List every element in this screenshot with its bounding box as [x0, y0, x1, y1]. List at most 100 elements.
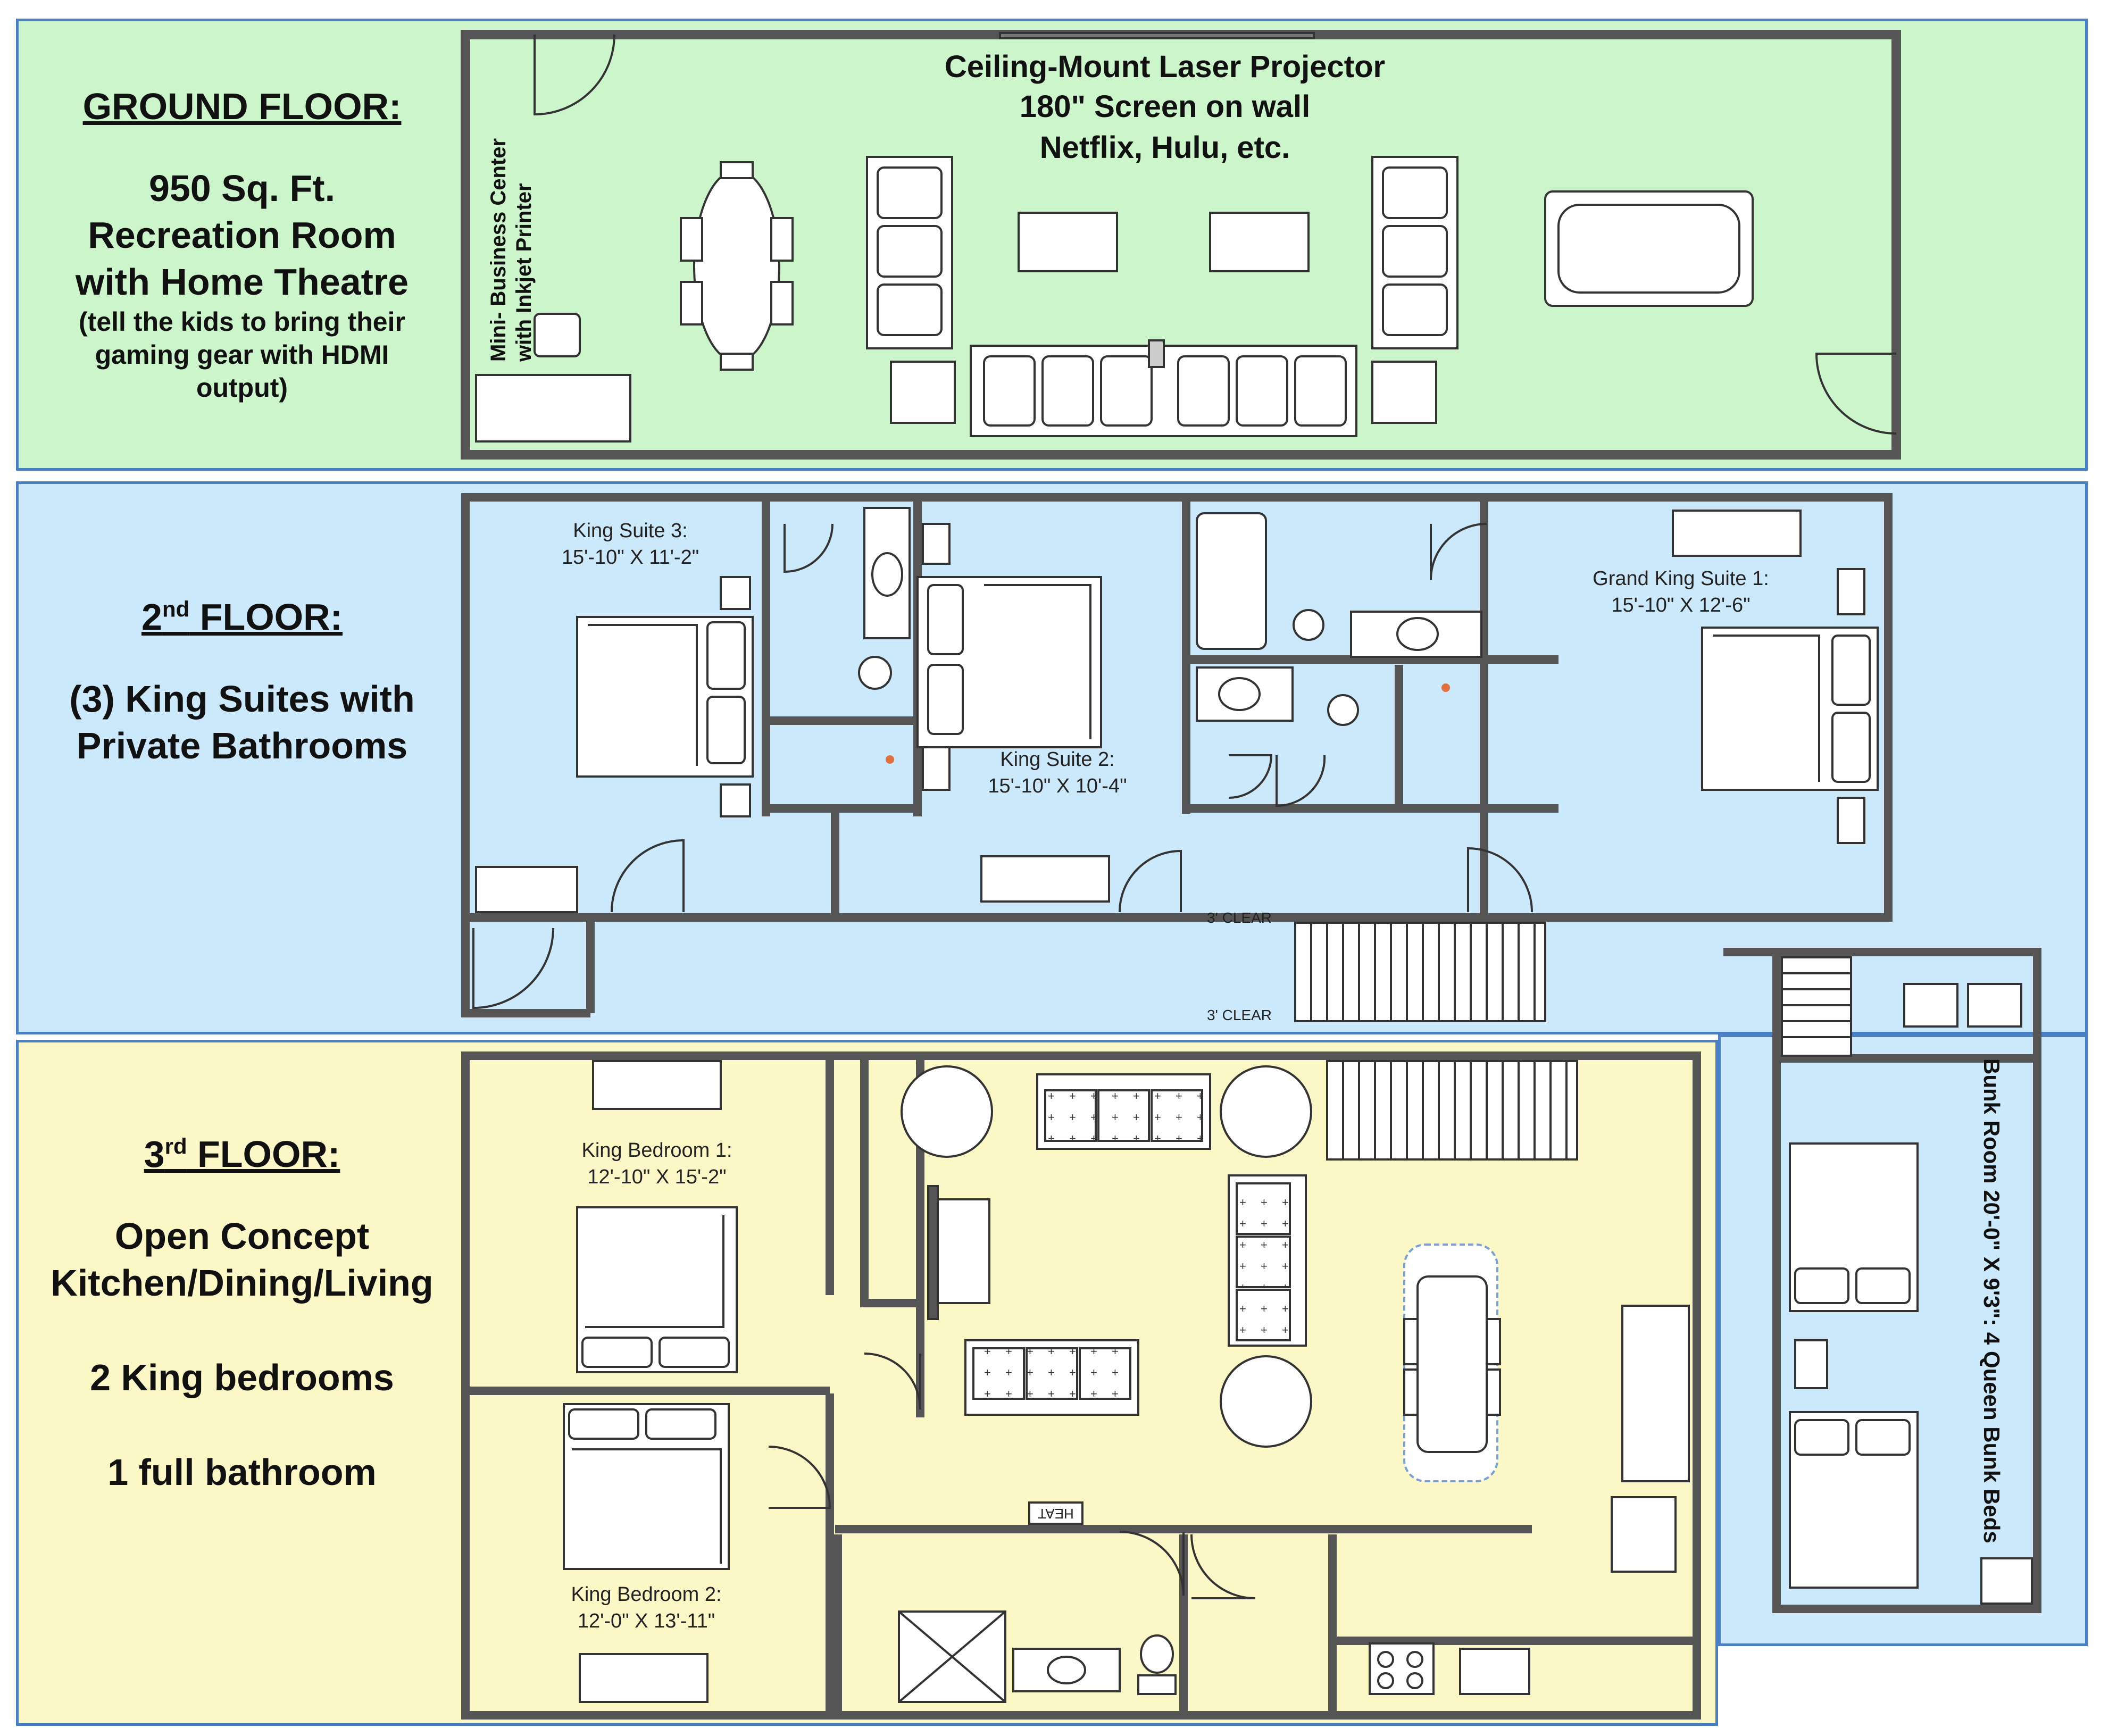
grand-king-suite-1-size: 15'-10" X 12'-6"	[1611, 594, 1750, 616]
toilet	[1293, 609, 1324, 641]
king-suite-2-size: 15'-10" X 10'-4"	[988, 775, 1127, 797]
second-floor-title-suffix: nd	[162, 596, 190, 622]
bunk-toilet	[1967, 983, 2022, 1028]
door	[1430, 523, 1487, 580]
third-floor-description: 3rd FLOOR: Open Concept Kitchen/Dining/L…	[21, 1133, 463, 1496]
ground-floor-note-1: (tell the kids to bring their	[79, 307, 405, 337]
second-floor-title: 2nd FLOOR:	[21, 596, 463, 638]
third-floor-plan	[461, 1051, 1701, 1720]
bunk-sink	[1903, 983, 1958, 1028]
second-floor-title-number: 2	[141, 596, 162, 638]
door	[768, 1446, 831, 1509]
ground-floor-title: GROUND FLOOR:	[82, 86, 402, 127]
king-bedroom-2-size: 12'-0" X 13'-11"	[578, 1610, 715, 1632]
door	[1467, 847, 1533, 913]
door	[1119, 1531, 1185, 1596]
ground-entry-door	[534, 34, 615, 116]
dining-chair	[680, 217, 703, 262]
dresser	[980, 855, 1110, 903]
dining-chair	[770, 281, 794, 326]
third-floor-title-number: 3	[144, 1133, 165, 1175]
bunk-stairs	[1781, 956, 1852, 1057]
third-floor-title-suffix: rd	[164, 1133, 187, 1159]
toilet	[1140, 1634, 1174, 1674]
king-suite-3-name: King Suite 3:	[573, 520, 687, 542]
kitchen-counter	[1621, 1305, 1690, 1482]
dresser	[592, 1060, 722, 1110]
bunk-dresser	[1980, 1557, 2033, 1605]
dining-table	[693, 169, 780, 363]
bunk-room-plan	[1723, 948, 2041, 1613]
king-suite-2-name: King Suite 2:	[1000, 748, 1114, 771]
business-center-label-1: Mini- Business Center	[487, 138, 510, 362]
round-table	[901, 1065, 993, 1158]
door	[1119, 849, 1182, 913]
door	[1228, 754, 1273, 799]
side-table	[1371, 361, 1437, 424]
business-center-desk	[475, 374, 631, 443]
bathtub	[1196, 512, 1267, 650]
stairs	[1326, 1060, 1578, 1161]
stairs	[1294, 922, 1546, 1022]
fridge	[1611, 1496, 1677, 1573]
grand-king-suite-1-name: Grand King Suite 1:	[1593, 567, 1769, 590]
king-bedroom-1-size: 12'-10" X 15'-2"	[587, 1166, 726, 1188]
business-center-label-2: with Inkjet Printer	[512, 183, 536, 362]
second-floor-description: 2nd FLOOR: (3) King Suites with Private …	[21, 596, 463, 769]
ground-floor-note-2: gaming gear with HDMI	[95, 340, 389, 370]
dining-table	[1416, 1275, 1488, 1453]
door	[1276, 755, 1326, 807]
dresser	[579, 1653, 709, 1703]
dining-chair	[680, 281, 703, 326]
bunk-nightstand	[1794, 1339, 1828, 1389]
king-bedroom-1-name: King Bedroom 1:	[581, 1139, 732, 1162]
ground-rear-door	[1815, 353, 1897, 435]
heat-label: HEAT	[1038, 1506, 1074, 1522]
third-floor-bedrooms: 2 King bedrooms	[90, 1357, 394, 1398]
projector-label-1: Ceiling-Mount Laser Projector	[945, 49, 1385, 84]
dining-chair	[720, 353, 754, 371]
ground-floor-line-3: with Home Theatre	[75, 261, 409, 303]
dresser	[475, 866, 578, 913]
projector-screen	[999, 32, 1315, 39]
third-floor-walls	[461, 1051, 1701, 1720]
third-floor-line-1: Open Concept	[114, 1215, 370, 1257]
third-floor-bathroom: 1 full bathroom	[107, 1451, 377, 1493]
ground-floor-line-1: 950 Sq. Ft.	[148, 168, 336, 209]
projector-label-2: 180" Screen on wall	[1020, 89, 1311, 124]
door	[784, 523, 834, 573]
toilet	[858, 656, 892, 690]
second-floor-line-1: (3) King Suites with	[69, 678, 415, 720]
ground-floor-description: GROUND FLOOR: 950 Sq. Ft. Recreation Roo…	[21, 85, 463, 404]
third-floor-title-rest: FLOOR:	[187, 1133, 340, 1175]
king-suite-3-size: 15'-10" X 11'-2"	[562, 546, 699, 569]
door	[472, 928, 554, 1009]
ground-floor-note-3: output)	[196, 373, 288, 403]
dining-chair	[770, 217, 794, 262]
coffee-table	[1018, 212, 1118, 272]
door	[611, 839, 685, 913]
door	[864, 1353, 921, 1410]
king-bedroom-2-name: King Bedroom 2:	[571, 1583, 721, 1606]
ground-floor-line-2: Recreation Room	[88, 214, 396, 256]
clearance-label-1: 3' CLEAR	[1207, 909, 1272, 926]
coffee-table	[1209, 212, 1310, 272]
bunk-room-label: Bunk Room 20'-0" X 9'3": 4 Queen Bunk Be…	[1979, 1058, 2004, 1543]
side-table	[890, 361, 956, 424]
heat-vent	[1028, 1501, 1083, 1525]
second-floor-walls	[461, 493, 1893, 922]
round-table	[1220, 1065, 1312, 1158]
door	[1190, 1534, 1256, 1599]
second-floor-line-2: Private Bathrooms	[76, 725, 408, 766]
clearance-label-2: 3' CLEAR	[1207, 1007, 1272, 1023]
second-floor-title-rest: FLOOR:	[189, 596, 343, 638]
dresser	[1672, 510, 1802, 557]
third-floor-title: 3rd FLOOR:	[21, 1133, 463, 1175]
kitchen-sink	[1459, 1648, 1530, 1695]
third-floor-line-2: Kitchen/Dining/Living	[51, 1262, 434, 1304]
printer	[534, 313, 581, 357]
dining-chair	[720, 161, 754, 179]
round-table	[1220, 1355, 1312, 1448]
